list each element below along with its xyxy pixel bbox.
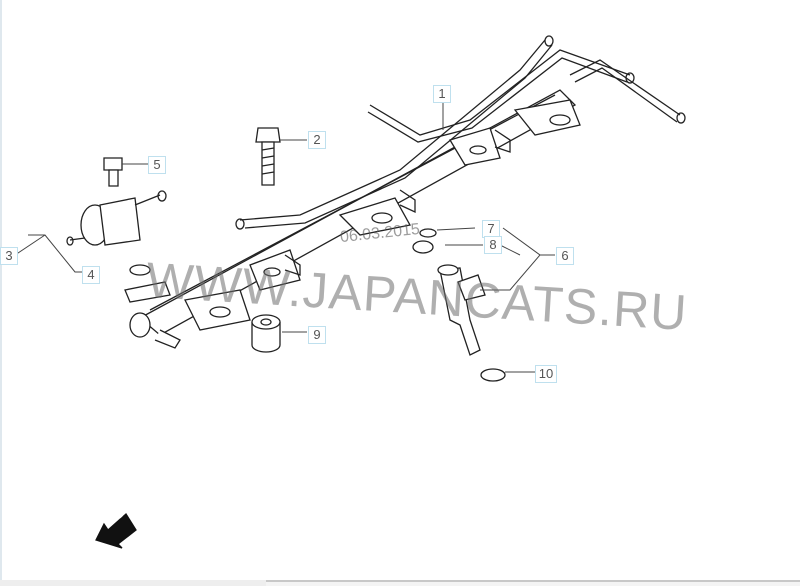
pressure-regulator [66,190,171,303]
callout-4[interactable]: 4 [82,266,100,284]
fuel-rail [129,89,581,349]
fuel-lines [235,35,686,230]
fwd-arrow-icon [95,513,137,549]
status-bar-segment [266,580,800,586]
bolt-5 [103,157,123,187]
callout-9[interactable]: 9 [308,326,326,344]
callout-6[interactable]: 6 [556,247,574,265]
status-bar [0,580,800,586]
callout-3[interactable]: 3 [0,247,18,265]
callout-2[interactable]: 2 [308,131,326,149]
spacer-9 [251,314,281,353]
callout-10[interactable]: 10 [535,365,557,383]
callout-1[interactable]: 1 [433,85,451,103]
callout-5[interactable]: 5 [148,156,166,174]
leader-lines [14,97,555,373]
callout-8[interactable]: 8 [484,236,502,254]
fuel-injector [412,228,506,382]
bolt-2 [255,127,281,186]
